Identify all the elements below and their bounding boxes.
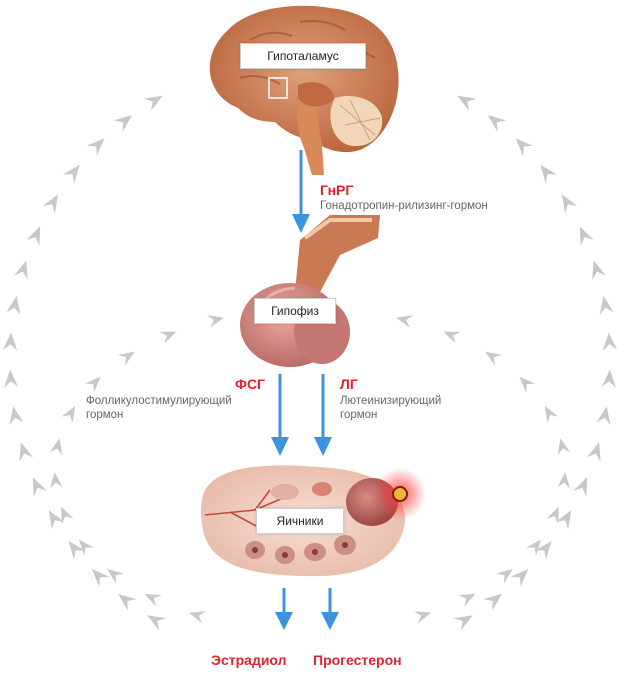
feedback-chevron-icon [42,194,59,214]
feedback-chevron-icon [188,611,207,624]
gnrh-full-name: Гонадотропин-рилизинг-гормон [320,200,488,212]
hypothalamus-marker-icon [268,77,288,99]
feedback-chevron-icon [62,164,80,184]
pituitary-label: Гипофиз [254,298,336,324]
feedback-chevron-icon [544,405,559,424]
feedback-chevron-icon [546,506,559,524]
gnrh-abbr: ГнРГ [320,182,354,198]
brain-illustration [209,5,399,175]
feedback-chevron-icon [396,315,414,328]
feedback-chevron-icon [487,115,507,132]
feedback-chevron-icon [561,194,578,214]
fsh-arrow-head [271,437,289,456]
feedback-chevron-icon [458,593,476,607]
feedback-chevron-icon [586,442,601,462]
feedback-chevron-icon [557,472,571,489]
lh-abbr: ЛГ [340,376,358,392]
lh-arrow-head [314,437,332,456]
feedback-chevron-icon [519,376,536,393]
feedback-chevron-icon [579,226,594,246]
hormone-flow-arrows [271,150,339,630]
feedback-chevron-icon [26,226,41,246]
feedback-chevron-icon [496,568,513,584]
progesterone-label: Прогестерон [313,652,402,668]
feedback-chevron-icon [592,260,606,280]
lh-line2: гормон [340,409,378,421]
ovaries-label: Яичники [256,508,344,534]
feedback-chevron-icon [557,438,571,456]
feedback-chevron-icon [485,351,503,366]
feedback-chevron-icon [510,569,529,587]
feedback-chevron-icon [78,539,95,556]
feedback-chevron-icon [49,472,63,489]
feedback-chevron-icon [599,296,614,316]
feedback-chevron-icon [61,405,76,424]
feedback-chevron-icon [91,569,110,587]
outer-feedback-loop [2,95,618,631]
feedback-chevron-icon [14,260,28,280]
pituitary-illustration [240,215,380,367]
feedback-chevron-icon [68,540,86,560]
estradiol-label: Эстрадиол [211,652,287,668]
estradiol-arrow-head [275,612,293,630]
feedback-chevron-icon [84,376,101,393]
feedback-chevron-icon [2,332,18,351]
feedback-chevron-icon [19,442,34,462]
egg-icon [392,486,408,502]
feedback-chevron-icon [117,351,135,366]
hypothalamus-label: Гипоталамус [240,43,366,69]
feedback-chevron-icon [525,539,542,556]
feedback-chevron-icon [573,477,588,497]
feedback-chevron-icon [107,568,124,584]
feedback-chevron-icon [602,332,618,351]
feedback-chevron-icon [601,369,617,388]
feedback-chevron-icon [143,95,163,111]
feedback-chevron-icon [159,331,177,344]
fsh-abbr: ФСГ [235,376,265,392]
feedback-chevron-icon [48,510,65,530]
feedback-chevron-icon [113,115,133,132]
feedback-chevron-icon [540,164,558,184]
feedback-chevron-icon [61,506,74,524]
feedback-chevron-icon [49,438,63,456]
feedback-chevron-icon [3,369,19,388]
gnrh-arrow-head [292,214,310,233]
fsh-line2: гормон [86,409,124,421]
feedback-chevron-icon [515,138,534,157]
progesterone-arrow-head [321,612,339,630]
feedback-chevron-icon [144,593,162,607]
feedback-chevron-icon [32,477,47,497]
feedback-chevron-icon [9,406,24,426]
fsh-line1: Фолликулостимулирующий [86,395,232,407]
lh-line1: Лютеинизирующий [340,395,442,407]
feedback-chevron-icon [483,593,502,611]
feedback-chevron-icon [453,615,473,631]
feedback-chevron-icon [443,331,461,344]
feedback-chevron-icon [206,315,224,328]
inner-feedback-loop [49,315,571,624]
feedback-chevron-icon [555,510,572,530]
feedback-chevron-icon [6,296,21,316]
feedback-chevron-icon [534,540,552,560]
feedback-chevron-icon [596,406,611,426]
feedback-chevron-icon [413,611,432,624]
feedback-chevron-icon [147,615,167,631]
feedback-chevron-icon [86,138,105,157]
feedback-chevron-icon [457,95,477,111]
feedback-chevron-icon [118,593,137,611]
